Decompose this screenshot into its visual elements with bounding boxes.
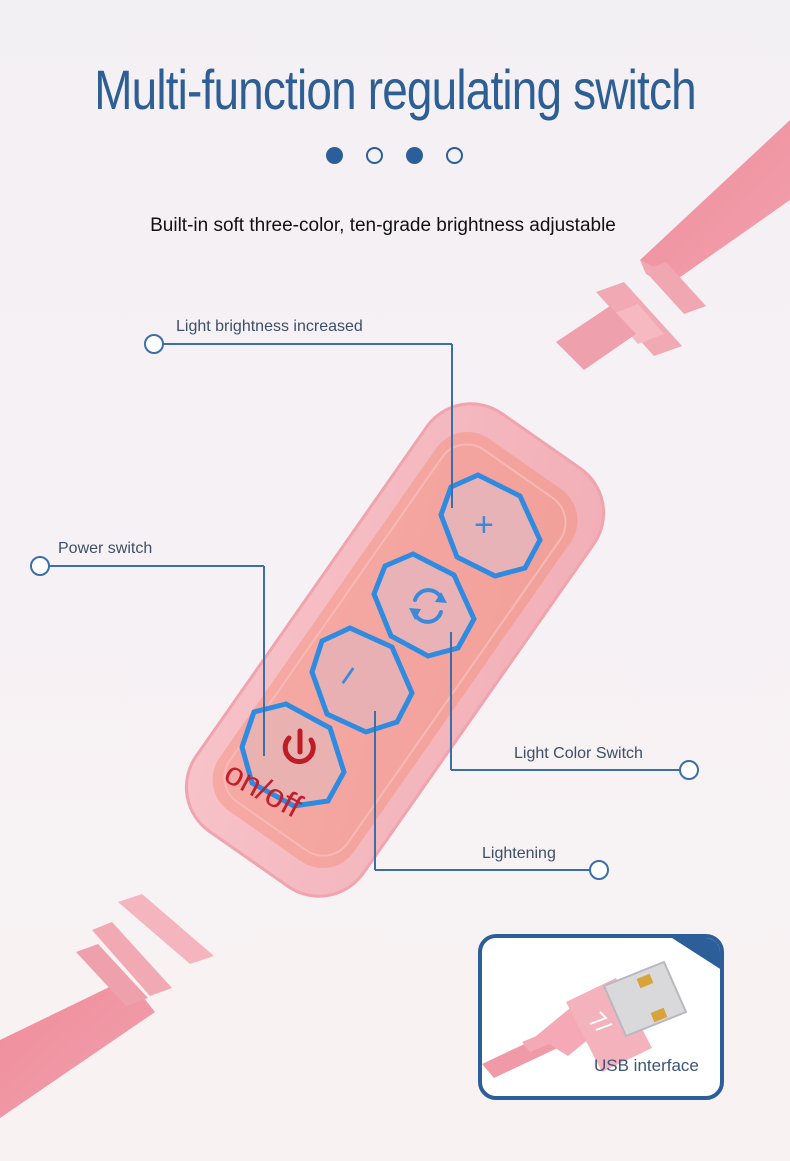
button-power: on/off: [219, 701, 347, 825]
usb-interface-card: USB interface: [478, 934, 724, 1100]
strain-relief-bottom: [76, 894, 214, 1006]
pagination-dot-inactive: [446, 147, 463, 164]
button-plus: +: [438, 472, 543, 579]
button-minus: −: [309, 625, 415, 735]
plus-symbol: +: [474, 506, 494, 544]
strain-relief-top: [556, 262, 706, 370]
callout-lines: [30, 334, 699, 880]
cycle-icon: [409, 588, 447, 624]
usb-interface-label: USB interface: [594, 1056, 699, 1075]
power-icon: [282, 728, 316, 765]
page-subtitle: Built-in soft three-color, ten-grade bri…: [150, 215, 616, 236]
callout-brightness-up: Light brightness increased: [176, 318, 363, 335]
pagination-dot-active: [406, 147, 423, 164]
button-cycle: [371, 551, 477, 659]
pagination-dot-active: [326, 147, 343, 164]
pagination-dot-inactive: [366, 147, 383, 164]
cable-bottom: [0, 978, 155, 1118]
pagination-dots: [326, 145, 474, 167]
usb-plug-icon: [482, 960, 688, 1078]
callout-power-switch: Power switch: [58, 540, 153, 557]
callout-lightening: Lightening: [482, 845, 556, 862]
usb-card-corner: [672, 938, 720, 969]
callout-color-switch: Light Color Switch: [514, 745, 643, 762]
page-title: Multi-function regulating switch: [94, 58, 696, 121]
